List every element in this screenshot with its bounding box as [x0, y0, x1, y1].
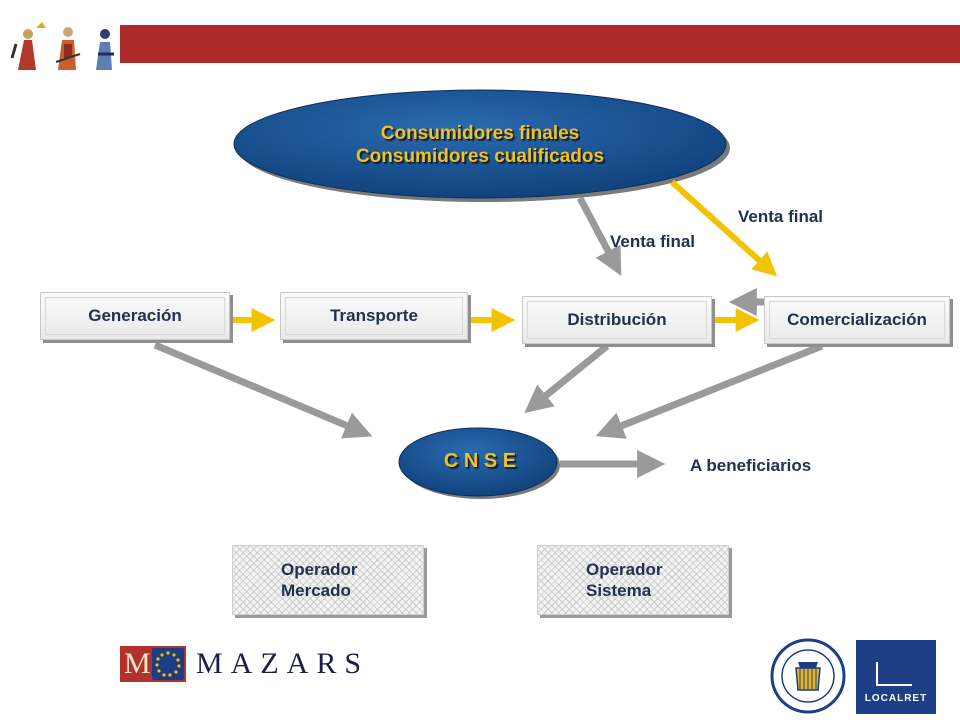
- operador-sistema-label: Operador Sistema: [586, 559, 663, 601]
- mazars-wordmark: MAZARS: [196, 647, 370, 680]
- venta-final-label-right: Venta final: [738, 207, 824, 226]
- consumidores-finales-text: Consumidores finales: [380, 123, 580, 144]
- distribucion-box: Distribución: [522, 296, 712, 344]
- operador-mercado-box: Operador Mercado: [232, 545, 424, 615]
- comercializacion-box: Comercialización: [764, 296, 950, 344]
- university-seal-icon: [770, 638, 846, 714]
- operador-mercado-label: Operador Mercado: [281, 559, 358, 601]
- generacion-box: Generación: [40, 292, 230, 340]
- transporte-label: Transporte: [330, 306, 418, 325]
- cnse-label: C N S E: [443, 450, 517, 472]
- transporte-box: Transporte: [280, 292, 468, 340]
- distribucion-label: Distribución: [567, 310, 667, 329]
- mazars-stars-icon: [152, 648, 184, 680]
- operador-sistema-line2: Sistema: [586, 581, 652, 600]
- arrow-comercializacion-cnse: [595, 342, 824, 439]
- localret-mark-icon: [876, 662, 912, 686]
- operador-sistema-box: Operador Sistema: [537, 545, 729, 615]
- header-accent-bar: [120, 25, 960, 63]
- arrow-consumidores-comercializacion: [669, 179, 778, 277]
- arrow-generacion-cnse: [153, 341, 373, 439]
- top-ellipse-label: Consumidores finales Consumidores cualif…: [280, 122, 680, 168]
- localret-wordmark: LOCALRET: [864, 693, 928, 704]
- venta-final-label-left: Venta final: [610, 232, 696, 251]
- operador-mercado-line1: Operador: [281, 560, 358, 579]
- operador-sistema-line1: Operador: [586, 560, 663, 579]
- comercializacion-label: Comercialización: [787, 310, 927, 329]
- top-ellipse: [233, 89, 727, 199]
- mazars-mark-letter: M: [124, 647, 151, 680]
- operador-mercado-line2: Mercado: [281, 581, 351, 600]
- consumidores-cualificados-text: Consumidores cualificados: [355, 146, 605, 167]
- cnse-ellipse: [398, 427, 558, 497]
- mazars-mark: M: [120, 646, 186, 682]
- generacion-label: Generación: [88, 306, 182, 325]
- three-figures-illustration-icon: [10, 22, 114, 70]
- a-beneficiarios-label: A beneficiarios: [690, 456, 812, 475]
- mazars-logo: M MAZARS: [120, 645, 369, 683]
- localret-logo: LOCALRET: [856, 640, 936, 714]
- arrow-distribucion-cnse: [524, 343, 610, 414]
- arrow-consumidores-distribucion: [576, 196, 622, 276]
